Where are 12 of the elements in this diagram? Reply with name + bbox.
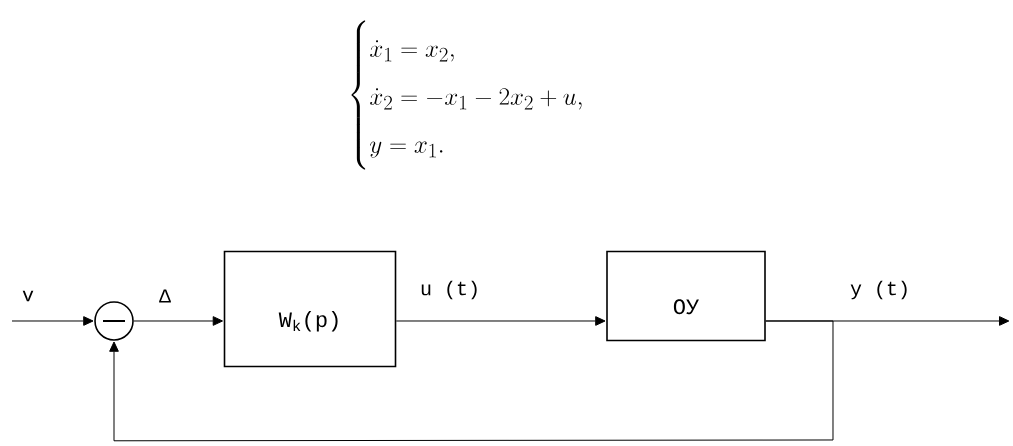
arrow (109, 320, 834, 442)
arrow (133, 316, 223, 326)
edge-label: u (t) (419, 279, 481, 301)
summing-junction (94, 301, 134, 341)
block-box: ОУ (606, 250, 766, 342)
edge-label: v (21, 289, 35, 303)
equation-system: $\begin{cases} \dot{x}_1 = x_2, \\ \dot{x}_2 = -x_1 - 2x_2 + u, \\ y = x_1. \end{cases}$ (351, 20, 582, 170)
arrow (11, 316, 94, 326)
edge-label: Δ (158, 288, 172, 304)
block-box: W$_{k}$(p) (223, 250, 397, 368)
arrow (395, 316, 606, 326)
edge-label: y (t) (849, 279, 911, 301)
